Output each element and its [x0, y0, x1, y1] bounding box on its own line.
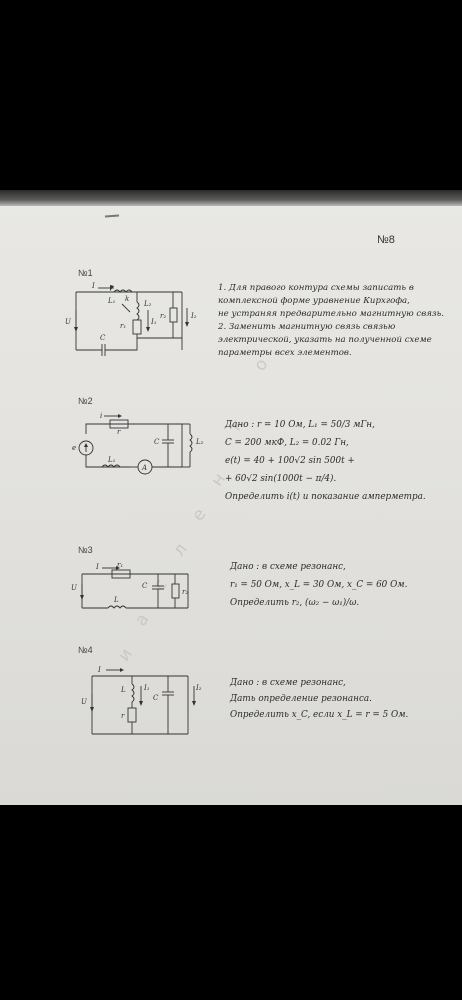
circuit-label: r₁ — [120, 322, 126, 330]
text-line: не устраняя предварительно магнитную свя… — [218, 309, 444, 319]
pen-mark — [104, 214, 120, 218]
circuit-label: L — [113, 596, 119, 604]
circuit-label: r₂ — [160, 312, 166, 320]
circuit-label: r — [117, 428, 121, 436]
text-line: Определить r₂, (ω₂ − ω₁)/ω. — [230, 598, 360, 608]
circuit-label: i — [100, 412, 102, 420]
problem-4-circuit: I L I₁ I₂ U C r — [78, 660, 218, 740]
circuit-label: r₁ — [117, 561, 123, 569]
worksheet-page: №8 и а с л е н к о №1 — [0, 190, 462, 805]
circuit-label: C — [153, 694, 159, 702]
problem-4-label: №4 — [78, 645, 93, 655]
text-line: r₁ = 50 Ом, x_L = 30 Ом, x_C = 60 Ом. — [230, 580, 408, 590]
circuit-label: I — [97, 666, 101, 674]
text-line: Дано : в схеме резонанс, — [230, 562, 346, 572]
circuit-label: k — [125, 295, 129, 303]
problem-4-text: Дано : в схеме резонанс, Дать определени… — [230, 675, 408, 723]
circuit-label: I — [91, 282, 95, 290]
problem-2-label: №2 — [78, 396, 93, 406]
text-line: комплексной форме уравнение Кирхгофа, — [218, 296, 410, 306]
circuit-label: C — [100, 334, 106, 342]
page-number: №8 — [377, 234, 395, 246]
circuit-label: I₂ — [195, 684, 202, 692]
circuit-label: I — [95, 563, 99, 571]
problem-2-circuit: i r e L₁ A C L₂ — [72, 412, 222, 482]
problem-1-text: 1. Для правого контура схемы записать в … — [218, 282, 444, 360]
text-line: Дать определение резонанса. — [230, 694, 372, 704]
circuit-label: L₁ — [107, 297, 116, 305]
circuit-label: e — [72, 444, 76, 452]
circuit-label: A — [141, 464, 147, 472]
top-black-bar — [0, 0, 462, 190]
text-line: + 60√2 sin(1000t − π/4). — [225, 474, 337, 484]
circuit-label: C — [142, 582, 148, 590]
problem-1-circuit: I L₁ k L₂ U C r₁ I₁ I₂ r₂ — [62, 280, 222, 360]
text-line: электрической, указать на полученной схе… — [218, 335, 432, 345]
text-line: C = 200 мкФ, L₂ = 0.02 Гн, — [225, 438, 349, 448]
problem-2-text: Дано : r = 10 Ом, L₁ = 50/3 мГн, C = 200… — [225, 416, 426, 506]
problem-1-label: №1 — [78, 268, 93, 278]
bottom-black-bar — [0, 805, 462, 1000]
text-line: 1. Для правого контура схемы записать в — [218, 283, 414, 293]
paper-top-edge — [0, 190, 462, 206]
circuit-label: C — [154, 438, 160, 446]
text-line: 2. Заменить магнитную связь связью — [218, 322, 396, 332]
text-line: e(t) = 40 + 100√2 sin 500t + — [225, 456, 355, 466]
circuit-label: I₂ — [190, 312, 197, 320]
text-line: Дано : в схеме резонанс, — [230, 678, 346, 688]
circuit-label: U — [81, 698, 88, 706]
circuit-label: r — [121, 712, 125, 720]
problem-3-text: Дано : в схеме резонанс, r₁ = 50 Ом, x_L… — [230, 558, 407, 612]
circuit-label: L — [120, 686, 126, 694]
text-line: параметры всех элементов. — [218, 348, 352, 358]
text-line: Определить i(t) и показание амперметра. — [225, 492, 426, 502]
text-line: Определить x_C, если x_L = r = 5 Ом. — [230, 710, 409, 720]
circuit-label: r₂ — [182, 588, 188, 596]
text-line: Дано : r = 10 Ом, L₁ = 50/3 мГн, — [225, 420, 375, 430]
circuit-label: I₁ — [150, 318, 157, 326]
circuit-label: L₂ — [143, 300, 152, 308]
circuit-label: I₁ — [143, 684, 150, 692]
problem-3-circuit: I r₁ U L C r₂ — [68, 558, 208, 618]
problem-3-label: №3 — [78, 545, 93, 555]
circuit-label: U — [65, 318, 72, 326]
circuit-label: L₂ — [195, 438, 204, 446]
circuit-label: L₁ — [107, 456, 116, 464]
circuit-label: U — [71, 584, 78, 592]
watermark-letter: е — [188, 504, 211, 526]
